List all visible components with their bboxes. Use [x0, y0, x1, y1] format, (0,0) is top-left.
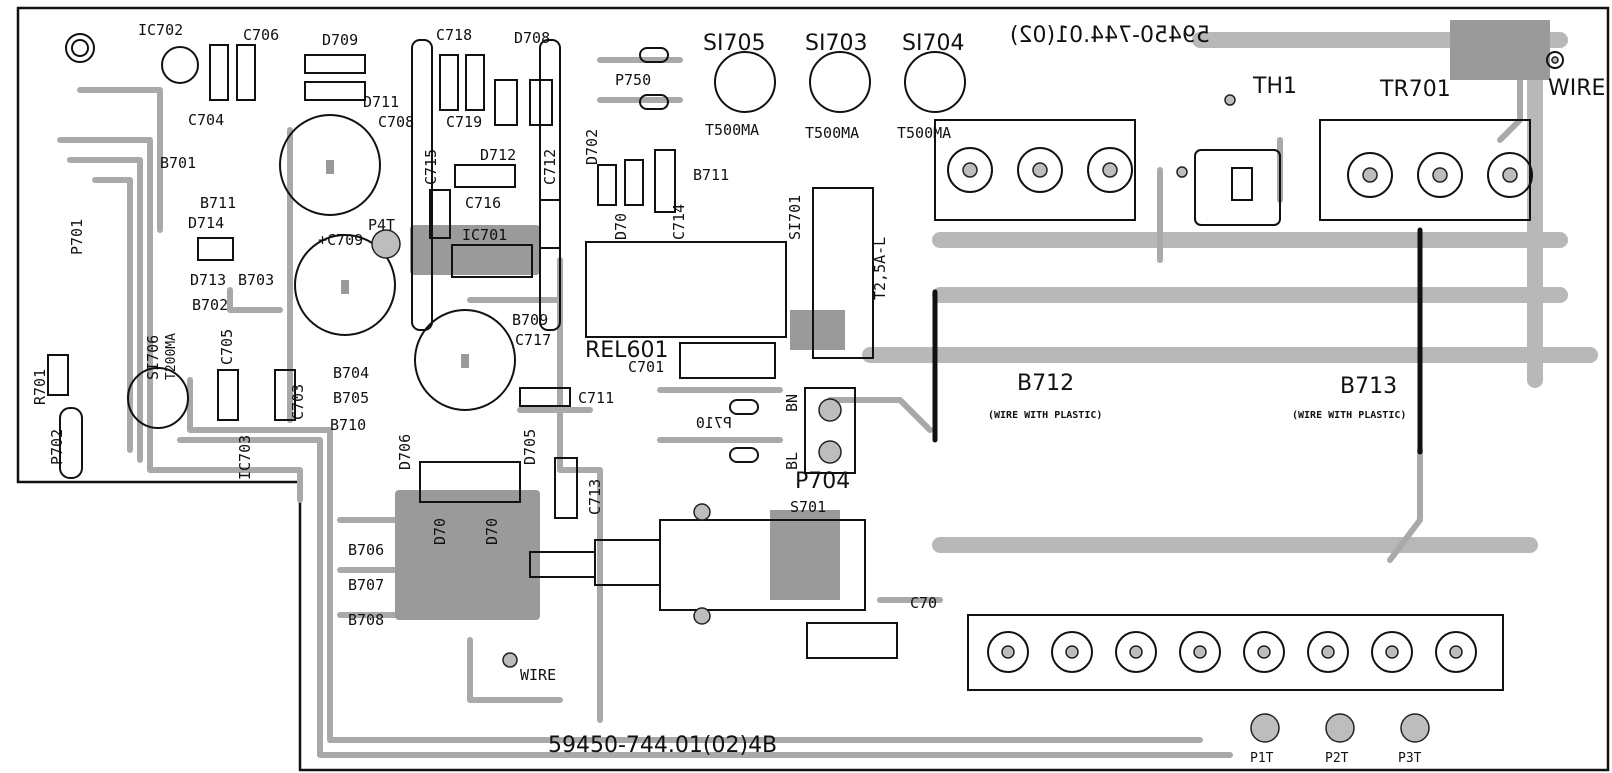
label-c713: C713: [586, 479, 604, 515]
label-si704: SI704: [902, 31, 964, 56]
label-d702: D702: [583, 129, 601, 165]
label-ic702: IC702: [138, 21, 183, 39]
label-d70x: D70: [612, 213, 630, 240]
label-p702: P702: [48, 429, 66, 465]
label-d705: D705: [521, 429, 539, 465]
label-c711: C711: [578, 389, 614, 407]
label-si705: SI705: [703, 31, 765, 56]
label-t25: T2,5A-L: [871, 237, 889, 300]
label-c700: C70: [910, 594, 937, 612]
label-b708: B708: [348, 611, 384, 629]
label-b702: B702: [192, 296, 228, 314]
label-b705: B705: [333, 389, 369, 407]
label-b712-note: (WIRE WITH PLASTIC): [988, 410, 1102, 421]
copper-traces: [57, 22, 1598, 758]
label-c706: C706: [243, 26, 279, 44]
label-t500-2: T500MA: [805, 124, 859, 142]
label-mirrored-part-number: 59450-744.01(02): [1010, 23, 1210, 48]
label-t200: T200MA: [164, 333, 179, 380]
label-p701: P701: [68, 219, 86, 255]
label-b707: B707: [348, 576, 384, 594]
label-c709: +C709: [318, 231, 363, 249]
switch-s701: [529, 503, 866, 625]
label-p704: P704: [795, 469, 850, 494]
label-p3t: P3T: [1398, 751, 1422, 766]
label-b711-right: B711: [693, 166, 729, 184]
label-c708: C708: [378, 113, 414, 131]
label-b713-note: (WIRE WITH PLASTIC): [1292, 410, 1406, 421]
label-c701: C701: [628, 358, 664, 376]
component-labels: IC702 C706 D709 C718 D708 SI705 SI703 SI…: [31, 21, 1605, 766]
label-d711: D711: [363, 93, 399, 111]
label-d709: D709: [322, 31, 358, 49]
label-b706: B706: [348, 541, 384, 559]
label-c719: C719: [446, 113, 482, 131]
label-c705: C705: [218, 329, 236, 365]
board-outline: [16, 6, 1610, 772]
terminal-block-top-left: [934, 119, 1136, 221]
label-bl: BL: [783, 452, 801, 470]
label-c718: C718: [436, 26, 472, 44]
label-ic703: IC703: [236, 435, 254, 480]
label-b711: B711: [200, 194, 236, 212]
label-d708: D708: [514, 29, 550, 47]
label-b710: B710: [330, 416, 366, 434]
label-c704: C704: [188, 111, 224, 129]
label-bn: BN: [783, 394, 801, 412]
fuse-holders: [65, 33, 966, 429]
label-b713: B713: [1340, 374, 1397, 399]
label-th1: TH1: [1252, 74, 1297, 99]
label-c716: C716: [465, 194, 501, 212]
label-wire-bottom: WIRE: [520, 666, 556, 684]
label-d707b: D70: [483, 518, 501, 545]
label-p1t: P1T: [1250, 751, 1274, 766]
label-r701: R701: [31, 369, 49, 405]
label-b709: B709: [512, 311, 548, 329]
capacitor-c701-box: [679, 342, 898, 659]
label-p2t: P2T: [1325, 751, 1349, 766]
label-c703: C703: [289, 384, 307, 420]
label-rel601: REL601: [585, 338, 668, 363]
label-b701: B701: [160, 154, 196, 172]
label-p710: P710: [696, 414, 732, 432]
label-d712: D712: [480, 146, 516, 164]
label-si703: SI703: [805, 31, 867, 56]
label-d707a: D70: [431, 518, 449, 545]
fuse-si701: [812, 187, 874, 359]
label-si701: SI701: [786, 195, 804, 240]
electrolytic-capacitors: [161, 46, 516, 411]
label-t500-3: T500MA: [897, 124, 951, 142]
label-b704: B704: [333, 364, 369, 382]
label-d713: D713: [190, 271, 226, 289]
label-tr701: TR701: [1379, 77, 1451, 102]
label-s701: S701: [790, 498, 826, 516]
label-t500-1: T500MA: [705, 121, 759, 139]
label-part-number: 59450-744.01(02)4B: [548, 733, 777, 758]
label-d714: D714: [188, 214, 224, 232]
label-b712: B712: [1017, 371, 1074, 396]
label-p4t: P4T: [368, 216, 395, 234]
label-d706: D706: [396, 434, 414, 470]
wire-pad-bottom: [502, 652, 518, 668]
label-c712: C712: [541, 149, 559, 185]
relay-rel601: [585, 241, 787, 338]
label-b703: B703: [238, 271, 274, 289]
transformer-tr701: [1319, 51, 1564, 221]
label-wire-top: WIRE: [1548, 76, 1605, 101]
copper-areas: [395, 20, 1550, 620]
label-c717: C717: [515, 331, 551, 349]
label-ic701: IC701: [462, 226, 507, 244]
connector-p704: [804, 387, 856, 474]
thermistor-th1: [1176, 94, 1281, 226]
label-si706: SI706: [144, 335, 162, 380]
wire-pad-top: [1551, 56, 1559, 64]
label-p750: P750: [615, 71, 651, 89]
small-components: [47, 39, 759, 519]
label-c714: C714: [670, 204, 688, 240]
terminal-block-bottom: [967, 614, 1504, 743]
label-c715: C715: [422, 149, 440, 185]
